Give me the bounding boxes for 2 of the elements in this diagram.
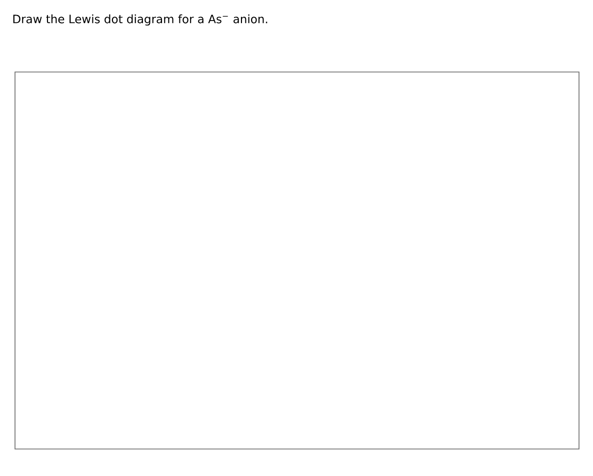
question-text: Draw the Lewis dot diagram for a As$^{−}$ anion. (13, 14, 268, 26)
answer-box (14, 72, 580, 450)
